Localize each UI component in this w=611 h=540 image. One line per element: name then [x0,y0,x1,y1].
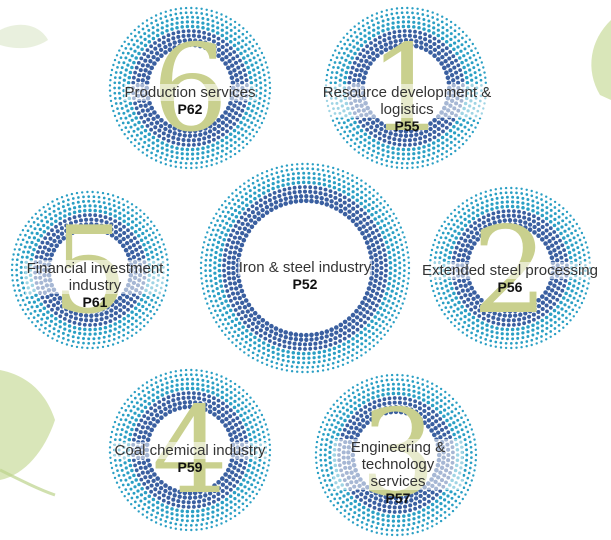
segment-page: P57 [385,490,411,506]
leaf-top-left [0,24,48,49]
segment-name: Production services [123,84,257,101]
segment-label: Production services P62 [80,84,300,118]
segment-1-node[interactable]: 1 Resource development & logistics P55 [317,10,497,170]
segment-name: Financial investment industry [25,260,165,294]
center-label: Iron & steel industry P52 [175,259,435,293]
segment-name: Extended steel processing [421,262,599,279]
leaf-stem [0,468,56,497]
segment-label: Coal chemical industry P59 [80,442,300,476]
center-ring [199,162,411,374]
segment-page: P59 [177,459,203,475]
segment-name: Coal chemical industry [113,442,267,459]
center-name: Iron & steel industry [237,259,373,276]
segment-2-node[interactable]: 2 Extended steel processing P56 [415,190,605,350]
leaf-bottom-left [0,370,55,480]
segment-page: P61 [82,294,108,310]
leaf-top-right [591,20,611,100]
segment-page: P62 [177,101,203,117]
segment-5-node[interactable]: 5 Financial investment industry P61 [15,190,165,350]
segment-name: Engineering & technology services [333,439,463,490]
center-page: P52 [292,276,318,292]
segment-name: Resource development & logistics [317,84,497,118]
segment-label: Resource development & logistics P55 [317,84,497,135]
segment-3-node[interactable]: 3 Engineering & technology services P57 [318,375,478,535]
segment-label: Engineering & technology services P57 [333,439,463,507]
segment-6-ring [108,6,272,170]
segment-page: P55 [394,118,420,134]
segment-label: Financial investment industry P61 [25,260,165,311]
center-node[interactable]: Iron & steel industry P52 [205,168,405,368]
segment-4-node[interactable]: 4 Coal chemical industry P59 [110,370,270,530]
segment-page: P56 [497,279,523,295]
segment-6-node[interactable]: 6 Production services P62 [110,10,270,170]
segment-label: Extended steel processing P56 [415,262,605,296]
